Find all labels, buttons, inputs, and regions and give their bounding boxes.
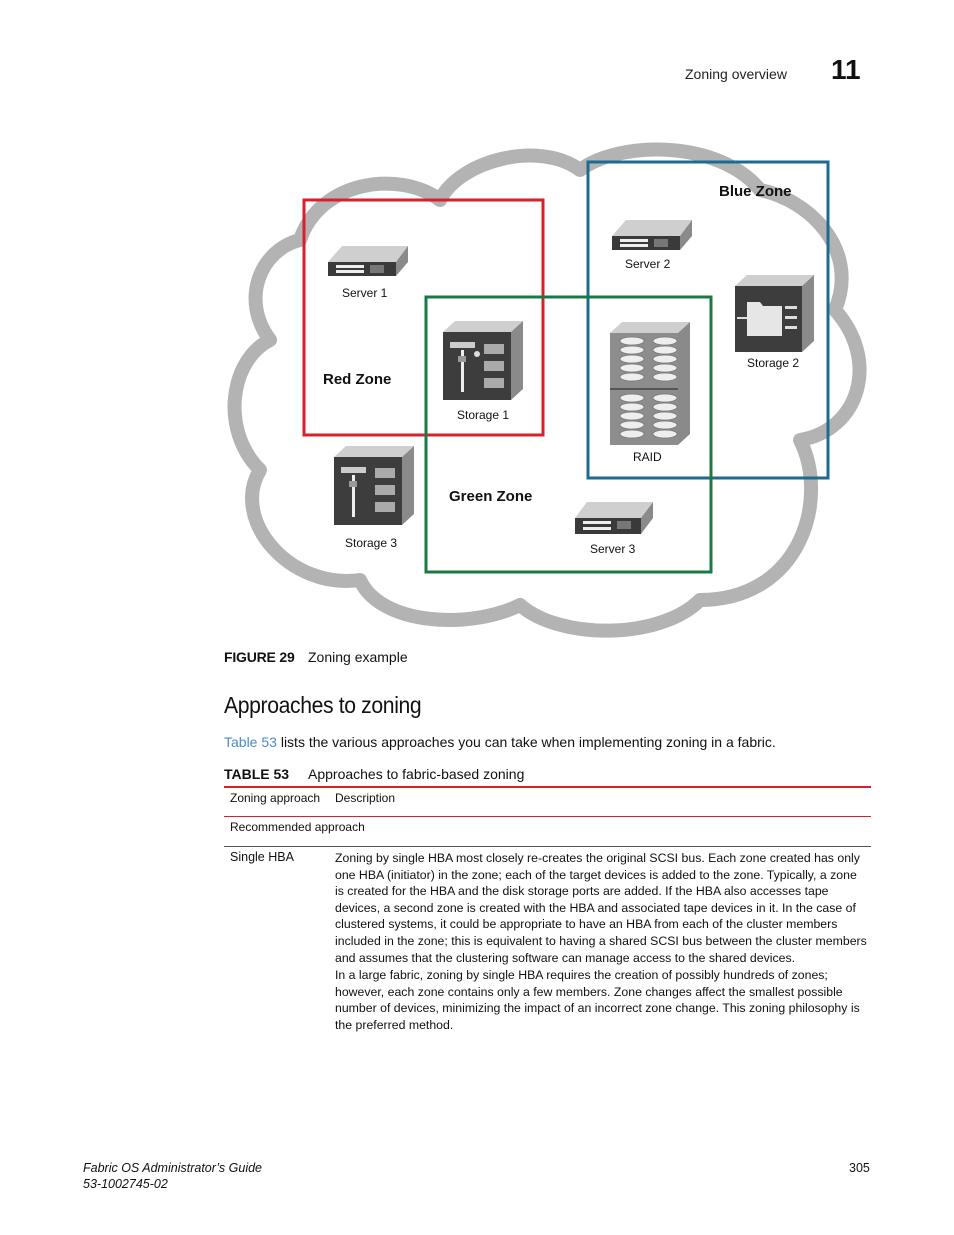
table-cell-description: Zoning by single HBA most closely re-cre… bbox=[335, 850, 867, 1035]
blue-zone-box bbox=[586, 160, 830, 480]
footer-doc-id: 53-1002745-02 bbox=[83, 1177, 168, 1191]
description-paragraph: In a large fabric, zoning by single HBA … bbox=[335, 968, 860, 1032]
server-1-label: Server 1 bbox=[342, 286, 388, 300]
table-group-heading: Recommended approach bbox=[230, 820, 365, 834]
section-title: Approaches to zoning bbox=[224, 692, 422, 718]
red-zone-box bbox=[302, 198, 545, 437]
green-zone-box bbox=[424, 295, 713, 574]
zoning-figure: Blue Zone Red Zone Green Zone Server 1 S… bbox=[224, 140, 870, 640]
storage-3-icon bbox=[334, 446, 414, 525]
storage-2-icon bbox=[735, 275, 814, 352]
intro-text: lists the various approaches you can tak… bbox=[276, 734, 776, 750]
figure-title: Zoning example bbox=[308, 649, 408, 665]
red-zone-label: Red Zone bbox=[323, 371, 391, 388]
storage-1-icon bbox=[443, 321, 523, 400]
figure-number: FIGURE 29 bbox=[224, 649, 295, 665]
green-zone-label: Green Zone bbox=[449, 488, 532, 505]
raid-icon bbox=[610, 322, 690, 445]
server-1-icon bbox=[328, 246, 408, 276]
table-title: Approaches to fabric-based zoning bbox=[308, 766, 525, 782]
server-2-icon bbox=[612, 220, 692, 250]
table-cell-approach: Single HBA bbox=[230, 850, 294, 864]
running-header: Zoning overview bbox=[685, 66, 787, 82]
server-3-label: Server 3 bbox=[590, 542, 636, 556]
storage-3-label: Storage 3 bbox=[345, 536, 397, 550]
column-header-description: Description bbox=[335, 791, 396, 805]
server-2-label: Server 2 bbox=[625, 257, 671, 271]
chapter-number: 11 bbox=[831, 54, 861, 85]
zoning-diagram: Blue Zone Red Zone Green Zone Server 1 S… bbox=[227, 142, 867, 638]
footer-guide-title: Fabric OS Administrator’s Guide bbox=[83, 1161, 262, 1175]
column-header-approach: Zoning approach bbox=[230, 791, 321, 805]
group-bottom-rule bbox=[224, 846, 871, 847]
page-number: 305 bbox=[849, 1161, 870, 1175]
description-paragraph: Zoning by single HBA most closely re-cre… bbox=[335, 851, 867, 965]
header-bottom-rule bbox=[224, 816, 871, 817]
storage-2-label: Storage 2 bbox=[747, 356, 799, 370]
raid-label: RAID bbox=[633, 450, 662, 464]
server-3-icon bbox=[575, 502, 653, 534]
blue-zone-label: Blue Zone bbox=[719, 183, 792, 200]
storage-1-label: Storage 1 bbox=[457, 408, 509, 422]
table-top-rule bbox=[224, 786, 871, 788]
intro-paragraph: Table 53 lists the various approaches yo… bbox=[224, 734, 776, 750]
fabric-cloud bbox=[227, 142, 867, 638]
table-number: TABLE 53 bbox=[224, 766, 290, 782]
table-53-link[interactable]: Table 53 bbox=[224, 734, 277, 750]
